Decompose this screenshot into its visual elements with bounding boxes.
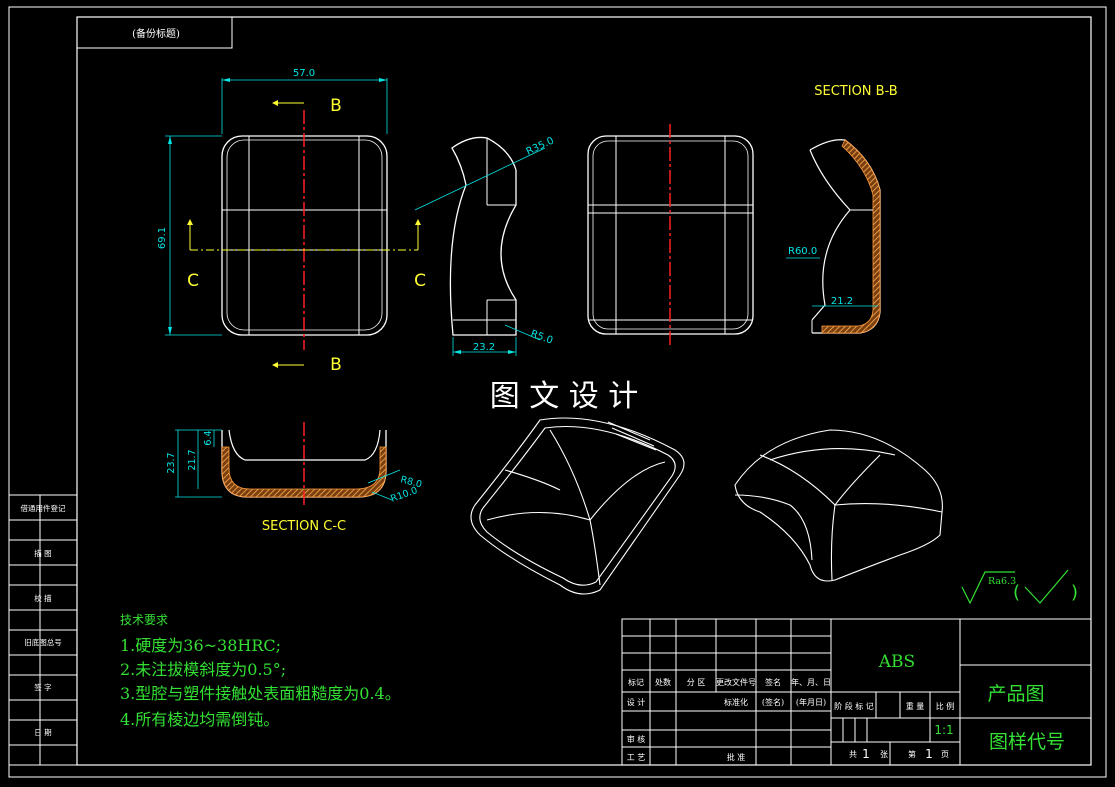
tb-header-cell: 年、月、日: [791, 677, 831, 687]
section-label-c-right: C: [414, 271, 426, 291]
tb-sheets-total: 1: [862, 747, 870, 761]
tb-product-name: 产品图: [987, 683, 1044, 705]
tb-sheets-total-label: 共: [849, 750, 857, 759]
section-cc-title: SECTION C-C: [262, 519, 346, 534]
roughness-paren-open: (: [1013, 582, 1020, 603]
tb-scale-value: 1:1: [934, 723, 953, 737]
dim-radius-small: R5.0: [529, 328, 554, 346]
dim-height-outer: 23.7: [166, 452, 177, 473]
dim-radius-outer: R10.0: [389, 485, 419, 505]
left-strip-labels: 借通用件登记 描 图 校 描 旧底图总号 签 字 日 期: [21, 503, 66, 737]
back-view: [587, 124, 754, 348]
isometric-view-2: [734, 429, 943, 582]
section-label-b-top: B: [330, 96, 342, 116]
dim-radius-bb: R60.0: [788, 246, 817, 257]
strip-label: 借通用件登记: [21, 503, 66, 513]
tb-design-cell: (签名): [762, 697, 784, 707]
tb-design-label: 设 计: [627, 697, 646, 707]
tb-material: ABS: [878, 652, 915, 672]
side-view: R35.0 R5.0 23.2: [414, 135, 556, 356]
front-view: 57.0 69.1 B B C C: [157, 68, 426, 375]
dim-width: 57.0: [293, 68, 315, 79]
roughness-paren-close: ): [1071, 582, 1078, 603]
tb-header-cell: 处数: [655, 677, 671, 687]
tb-approve: 批 准: [727, 752, 746, 762]
tb-header-cell: 分 区: [687, 678, 706, 687]
tb-sheets-unit1: 张: [880, 750, 888, 759]
tb-design-cell: 标准化: [724, 697, 748, 707]
tb-sheet-no: 1: [925, 747, 933, 761]
tech-title: 技术要求: [120, 613, 168, 627]
left-strip: [8, 494, 78, 766]
section-bb-title: SECTION B-B: [814, 84, 897, 99]
watermark: 图 文 设 计: [490, 379, 639, 414]
section-bb: SECTION B-B R60.0 21.2: [786, 84, 898, 334]
tb-drawing-code: 图样代号: [989, 731, 1065, 753]
tb-header-cell: 签名: [765, 677, 781, 687]
tb-scale-label: 比 例: [936, 701, 955, 711]
strip-label: 日 期: [34, 728, 51, 737]
strip-label: 校 描: [34, 593, 52, 603]
strip-label: 签 字: [34, 682, 51, 692]
dim-radius-inner: R8.0: [399, 474, 423, 490]
roughness-value: Ra6.3: [988, 576, 1016, 587]
top-left-tag-box: [76, 16, 233, 49]
strip-label: 旧底图总号: [24, 637, 62, 647]
tb-stage-label: 阶 段 标 记: [834, 701, 874, 711]
dim-wall: 6.4: [203, 430, 214, 445]
dim-height: 69.1: [157, 227, 168, 249]
top-left-tag: (备份标题): [132, 27, 180, 40]
roughness-symbol: [961, 569, 1069, 605]
section-label-b-bottom: B: [330, 355, 342, 375]
tech-item: 3.型腔与塑件接触处表面粗糙度为0.4。: [120, 684, 401, 703]
inner-border: [76, 16, 1092, 766]
tb-review: 审 核: [627, 734, 646, 744]
tech-item: 2.未注拔模斜度为0.5°;: [120, 660, 286, 679]
section-cc: 23.7 21.7 6.4 R8.0 R10.0 SECTION C-C: [166, 422, 423, 534]
tb-sheets-unit2: 页: [941, 750, 949, 759]
tb-header-cell: 更改文件号: [716, 677, 756, 687]
tb-process: 工 艺: [627, 753, 646, 762]
strip-label: 描 图: [34, 548, 51, 558]
dim-height-inner: 21.7: [187, 449, 198, 470]
tb-sheet-no-label: 第: [908, 749, 916, 759]
dim-side-bottom: 23.2: [473, 342, 495, 353]
tech-item: 4.所有棱边均需倒钝。: [120, 710, 279, 729]
section-label-c-left: C: [187, 271, 199, 291]
tb-design-cell: (年月日): [796, 697, 826, 707]
title-block: [621, 618, 1092, 766]
tech-item: 1.硬度为36~38HRC;: [120, 636, 281, 655]
tb-weight-label: 重 量: [906, 701, 925, 711]
title-block-text: 标记 处数 分 区 更改文件号 签名 年、月、日 设 计 标准化 (签名) (年…: [627, 677, 955, 762]
dim-radius-large: R35.0: [525, 135, 556, 157]
dim-bottom-bb: 21.2: [831, 296, 853, 307]
outer-border: [8, 6, 1107, 778]
isometric-view-1: [470, 417, 685, 595]
tb-header-cell: 标记: [628, 677, 644, 687]
